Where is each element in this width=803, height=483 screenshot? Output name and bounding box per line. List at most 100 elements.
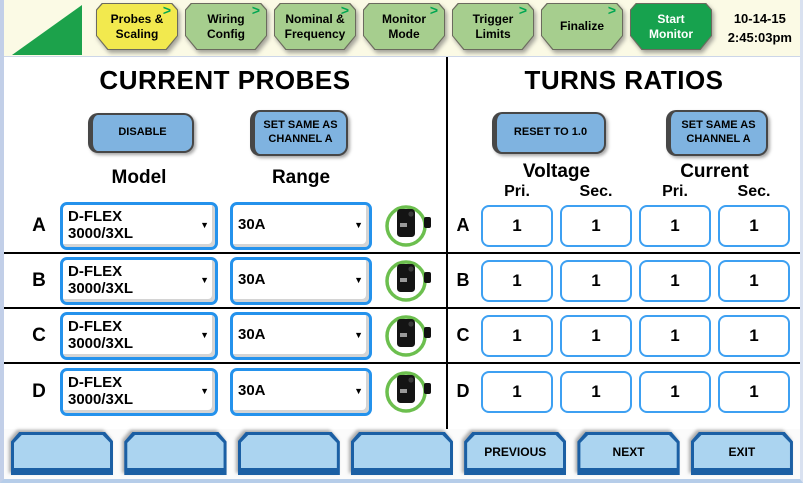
date-text: 10-14-15 <box>733 10 786 26</box>
current-pri-field-d[interactable] <box>639 370 711 413</box>
voltage-sec-field-d[interactable] <box>560 370 632 413</box>
channel-label: D <box>32 380 46 402</box>
current-sec-field-d[interactable] <box>718 370 790 413</box>
channel-label: A <box>456 215 470 235</box>
chevron-down-icon: ▼ <box>354 385 363 396</box>
range-select-a[interactable]: 30A ▼ <box>230 201 372 250</box>
soft-key-bar: PREVIOUS NEXT EXIT <box>4 429 800 479</box>
tab-next-arrow-icon: > <box>251 2 260 18</box>
tab-label: Probes & Scaling <box>97 4 177 49</box>
tab-nominal-frequency[interactable]: > Nominal & Frequency <box>274 3 356 50</box>
channel-label: C <box>32 324 46 346</box>
range-select-c[interactable]: 30A ▼ <box>230 311 372 360</box>
disable-button[interactable]: DISABLE <box>88 113 194 153</box>
voltage-group-header: Voltage <box>522 161 591 182</box>
channel-label: B <box>456 270 470 290</box>
next-button[interactable]: NEXT <box>577 432 680 475</box>
model-select-a[interactable]: D-FLEX 3000/3XL ▼ <box>60 201 218 250</box>
range-select-d[interactable]: 30A ▼ <box>230 367 372 416</box>
voltage-sec-header: Sec. <box>579 183 613 199</box>
soft-key-blank-3[interactable] <box>237 432 340 475</box>
main-content: CURRENT PROBES DISABLE SET SAME AS CHANN… <box>4 57 800 429</box>
tab-monitor-mode[interactable]: > Monitor Mode <box>363 3 445 50</box>
ratio-row-a: A <box>448 199 800 254</box>
tab-label: Wiring Config <box>186 4 266 49</box>
model-select-c[interactable]: D-FLEX 3000/3XL ▼ <box>60 311 218 360</box>
voltage-pri-field-a[interactable] <box>481 204 553 247</box>
current-pri-field-b[interactable] <box>639 259 711 302</box>
time-text: 2:45:03pm <box>727 30 792 45</box>
previous-button[interactable]: PREVIOUS <box>464 432 567 475</box>
datetime-display: 10-14-15 2:45:03pm <box>728 9 792 48</box>
current-pri-field-c[interactable] <box>639 314 711 357</box>
current-probes-panel: CURRENT PROBES DISABLE SET SAME AS CHANN… <box>4 57 448 429</box>
ratio-row-d: D <box>448 364 800 419</box>
reset-to-1-button[interactable]: RESET TO 1.0 <box>492 112 606 154</box>
chevron-down-icon: ▼ <box>200 385 209 396</box>
chevron-down-icon: ▼ <box>200 274 209 285</box>
tab-label: Monitor Mode <box>364 4 444 49</box>
model-select-b[interactable]: D-FLEX 3000/3XL ▼ <box>60 256 218 305</box>
turns-ratios-panel: TURNS RATIOS RESET TO 1.0 SET SAME AS CH… <box>448 57 800 429</box>
model-column-header: Model <box>111 167 167 188</box>
tab-next-arrow-icon: > <box>518 2 527 18</box>
chevron-down-icon: ▼ <box>354 274 363 285</box>
current-probes-title: CURRENT PROBES <box>99 65 351 95</box>
tab-wiring-config[interactable]: > Wiring Config <box>185 3 267 50</box>
current-sec-field-b[interactable] <box>718 259 790 302</box>
tab-next-arrow-icon: > <box>607 2 616 18</box>
model-select-d[interactable]: D-FLEX 3000/3XL ▼ <box>60 367 218 416</box>
wizard-top-bar: > Probes & Scaling > Wiring Config > Nom… <box>4 0 800 57</box>
exit-button[interactable]: EXIT <box>690 432 793 475</box>
voltage-pri-header: Pri. <box>504 183 530 199</box>
tab-label: Start Monitor <box>631 4 711 49</box>
tab-next-arrow-icon: > <box>429 2 438 18</box>
voltage-sec-field-b[interactable] <box>560 259 632 302</box>
flex-probe-icon <box>385 204 431 247</box>
tab-next-arrow-icon: > <box>162 2 171 18</box>
green-triangle-logo-icon <box>12 5 82 55</box>
soft-key-blank-2[interactable] <box>124 432 227 475</box>
ratios-set-same-as-channel-a-button[interactable]: SET SAME AS CHANNEL A <box>666 110 768 156</box>
range-column-header: Range <box>271 167 331 188</box>
chevron-down-icon: ▼ <box>354 219 363 230</box>
voltage-pri-field-d[interactable] <box>481 370 553 413</box>
voltage-sec-field-a[interactable] <box>560 204 632 247</box>
wizard-tabs: > Probes & Scaling > Wiring Config > Nom… <box>96 3 712 50</box>
probe-row-d: D D-FLEX 3000/3XL ▼ 30A ▼ <box>4 364 446 419</box>
flex-probe-icon <box>385 370 431 413</box>
current-sec-field-c[interactable] <box>718 314 790 357</box>
voltage-sec-field-c[interactable] <box>560 314 632 357</box>
voltage-pri-field-c[interactable] <box>481 314 553 357</box>
current-group-header: Current <box>680 161 749 182</box>
current-sec-header: Sec. <box>737 183 771 199</box>
current-pri-field-a[interactable] <box>639 204 711 247</box>
ratio-row-c: C <box>448 309 800 364</box>
channel-label: A <box>32 214 46 236</box>
current-sec-field-a[interactable] <box>718 204 790 247</box>
tab-label: Nominal & Frequency <box>275 4 355 49</box>
range-select-b[interactable]: 30A ▼ <box>230 256 372 305</box>
probe-row-c: C D-FLEX 3000/3XL ▼ 30A ▼ <box>4 309 446 364</box>
chevron-down-icon: ▼ <box>200 219 209 230</box>
soft-key-blank-1[interactable] <box>11 432 114 475</box>
tab-label: Trigger Limits <box>453 4 533 49</box>
probe-row-a: A D-FLEX 3000/3XL ▼ 30A ▼ <box>4 199 446 254</box>
channel-label: B <box>32 269 46 291</box>
soft-key-blank-4[interactable] <box>350 432 454 475</box>
voltage-pri-field-b[interactable] <box>481 259 553 302</box>
current-pri-header: Pri. <box>662 183 688 199</box>
tab-start-monitor[interactable]: Start Monitor <box>630 3 712 50</box>
tab-trigger-limits[interactable]: > Trigger Limits <box>452 3 534 50</box>
flex-probe-icon <box>385 259 431 302</box>
turns-ratios-title: TURNS RATIOS <box>524 65 724 95</box>
flex-probe-icon <box>385 314 431 357</box>
ratio-row-b: B <box>448 254 800 309</box>
chevron-down-icon: ▼ <box>200 329 209 340</box>
tab-probes-scaling[interactable]: > Probes & Scaling <box>96 3 178 50</box>
tab-finalize[interactable]: > Finalize <box>541 3 623 50</box>
probes-set-same-as-channel-a-button[interactable]: SET SAME AS CHANNEL A <box>250 110 348 156</box>
chevron-down-icon: ▼ <box>354 329 363 340</box>
tab-label: Finalize <box>542 4 622 49</box>
